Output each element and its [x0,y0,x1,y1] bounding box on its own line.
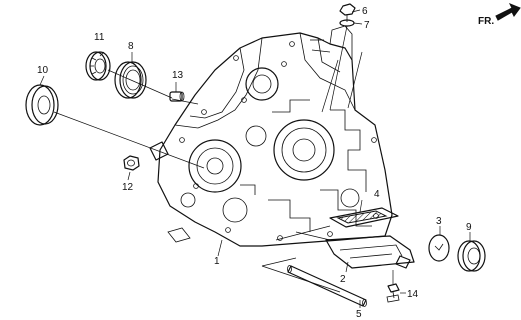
arrow-icon [495,3,521,21]
strainer-plate-part [325,235,415,269]
callout-10: 10 [37,65,49,76]
callout-5: 5 [356,309,362,320]
roller-bearing-part [457,240,486,272]
callout-4: 4 [374,189,380,200]
callout-14: 14 [407,289,419,300]
transmission-case [149,25,393,247]
small-bolt-part [386,283,400,303]
callout-13: 13 [172,70,184,81]
callout-numbers: 1 2 3 4 5 6 7 8 9 10 11 12 13 14 [37,6,472,320]
callout-12: 12 [122,182,134,193]
small-oil-seal-part [85,51,111,81]
callout-2: 2 [340,274,346,285]
callout-8: 8 [128,41,134,52]
callout-11: 11 [94,32,105,43]
bearing-cap-part [428,234,450,262]
callout-9: 9 [466,222,472,233]
ball-bearing-part [114,61,147,99]
front-direction-arrow: FR. [478,3,521,27]
oil-seal-part [25,84,59,126]
front-label: FR. [478,16,494,27]
callout-6: 6 [362,6,368,17]
callout-1: 1 [214,256,220,267]
bolt-washer-part [339,3,356,27]
nut-part [123,155,140,171]
filter-screen-part [329,207,399,228]
callout-7: 7 [364,20,370,31]
pipe-part [287,265,367,307]
callout-3: 3 [436,216,442,227]
leader-lines [39,9,471,308]
